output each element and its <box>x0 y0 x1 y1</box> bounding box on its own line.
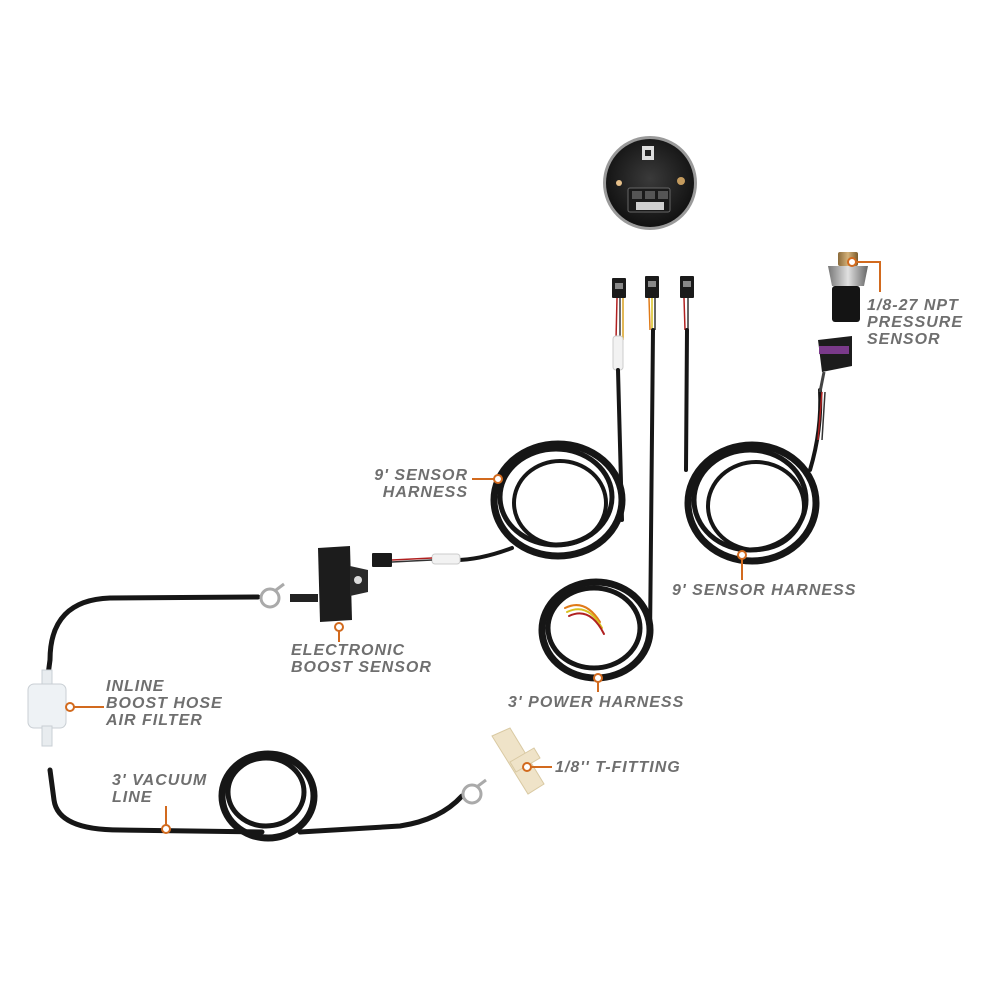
power-harness-coil <box>538 328 655 682</box>
hose-clamp-bottom <box>461 778 487 805</box>
inline-air-filter <box>27 669 67 747</box>
label-t-fitting: 1/8'' T-FITTING <box>555 759 681 776</box>
electronic-boost-sensor <box>290 546 368 622</box>
leader-lines <box>65 257 881 834</box>
gauge-back <box>603 136 697 230</box>
left-sensor-harness-coil <box>453 368 626 562</box>
boost-sensor-connector <box>372 553 461 567</box>
vacuum-line <box>45 594 465 842</box>
label-sensor-harness-right: 9' SENSOR HARNESS <box>672 582 857 599</box>
right-sensor-harness-coil <box>684 328 823 565</box>
label-power-harness: 3' POWER HARNESS <box>508 694 685 711</box>
gauge-connectors <box>612 276 694 371</box>
leader-npt-sensor <box>852 261 881 292</box>
label-vacuum-line: 3' VACUUM LINE <box>112 772 208 806</box>
pressure-sensor <box>817 252 868 441</box>
t-fitting <box>491 727 545 795</box>
label-inline-air-filter: INLINE BOOST HOSE AIR FILTER <box>106 678 223 729</box>
label-electronic-boost-sensor: ELECTRONIC BOOST SENSOR <box>291 642 432 676</box>
hose-clamp-top <box>259 582 285 609</box>
label-sensor-harness-left: 9' SENSOR HARNESS <box>374 467 468 501</box>
label-npt-pressure-sensor: 1/8-27 NPT PRESSURE SENSOR <box>867 297 964 348</box>
